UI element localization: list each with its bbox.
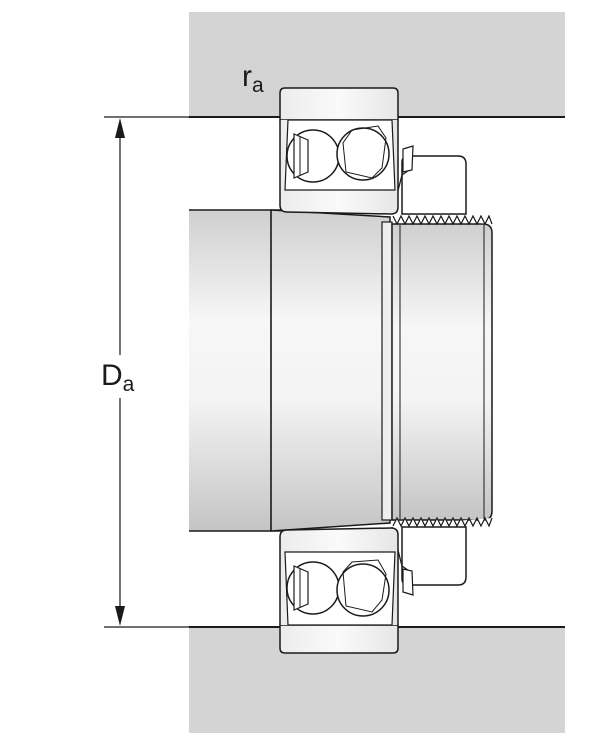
abutment-diameter-label: Da (101, 359, 134, 396)
fillet-radius-subscript: a (252, 74, 264, 97)
bearing-bottom (279, 527, 399, 654)
adapter-sleeve (270, 209, 493, 532)
ball-top-right (336, 127, 390, 181)
abutment-diameter-symbol: D (101, 359, 123, 392)
arrow-up-icon (115, 118, 125, 138)
fillet-radius-label: ra (242, 60, 264, 97)
lock-nut-top (391, 145, 467, 215)
lock-nut-bottom (391, 526, 467, 596)
bearing-top (279, 87, 399, 215)
sleeve-thread-bottom (392, 516, 493, 528)
abutment-diameter-subscript: a (122, 373, 135, 396)
fillet-radius-symbol: r (242, 60, 252, 93)
arrow-down-icon (115, 606, 125, 626)
shaft (189, 209, 281, 532)
sleeve-thread-top (392, 214, 493, 226)
ball-bottom-right (336, 563, 390, 617)
dimension-da (104, 116, 189, 628)
